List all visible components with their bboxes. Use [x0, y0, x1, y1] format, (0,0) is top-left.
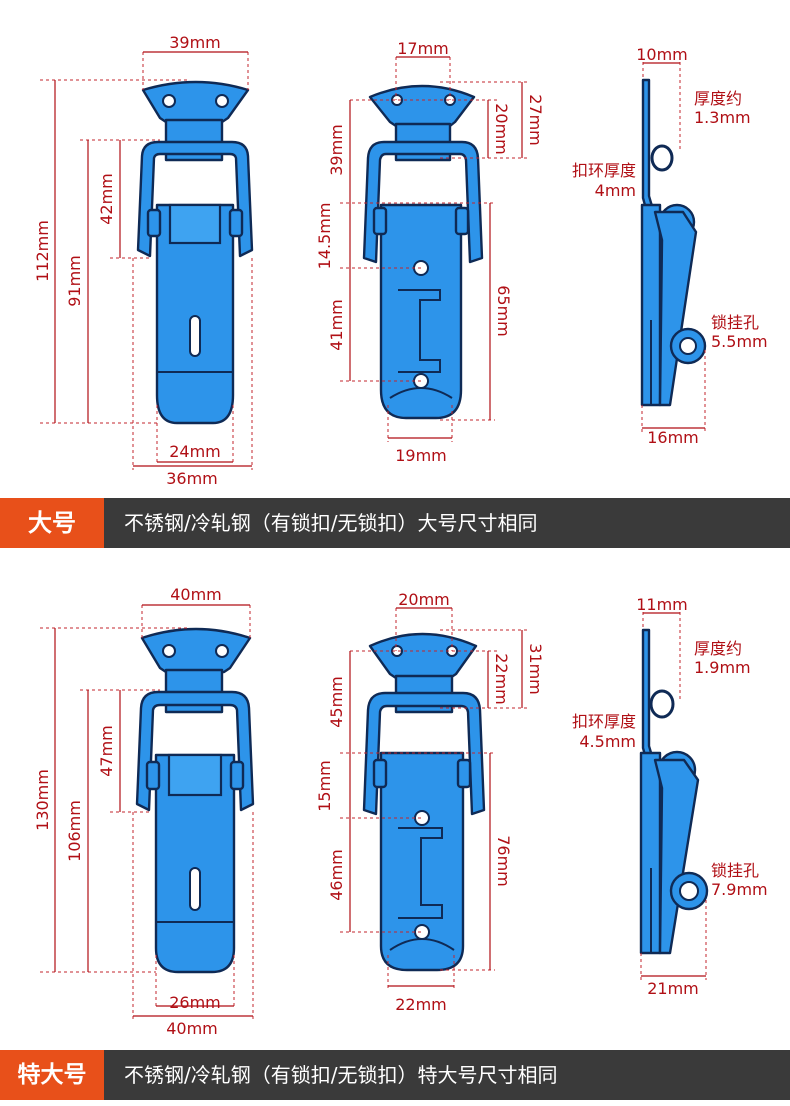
side-lever — [653, 210, 698, 407]
hook-ring — [650, 144, 674, 172]
ring-thickness-label: 扣环厚度 — [572, 161, 636, 180]
dim-hole-offset: 20mm — [492, 103, 511, 155]
dim-side-base: 21mm — [647, 979, 699, 998]
size-caption: 不锈钢/冷轧钢（有锁扣/无锁扣）大号尺寸相同 — [124, 511, 538, 535]
side-view: 10mm 厚度约 1.3mm 扣环厚度 4mm 锁挂孔 5.5mm 16mm — [572, 45, 768, 447]
hook-ring — [649, 689, 675, 719]
dim-inner-width: 24mm — [169, 442, 221, 461]
dim-plate-height: 27mm — [526, 94, 545, 146]
dim-total-height: 112mm — [33, 220, 52, 282]
latch-drawing-xlarge: 40mm 130mm 106mm 47mm 26mm 40mm — [33, 585, 768, 1038]
dim-slot-height: 41mm — [327, 299, 346, 351]
latch-top-plate — [368, 632, 478, 680]
latch-body — [154, 753, 236, 974]
mount-hole — [162, 94, 176, 108]
hinge-block — [167, 753, 223, 797]
size-caption: 不锈钢/冷轧钢（有锁扣/无锁扣）特大号尺寸相同 — [124, 1063, 558, 1087]
thickness-value: 1.3mm — [694, 108, 751, 127]
side-view: 11mm 厚度约 1.9mm 扣环厚度 4.5mm 锁挂孔 7.9mm 21mm — [572, 595, 768, 998]
lock-slot — [189, 315, 201, 357]
hinge-end — [372, 758, 388, 789]
dim-back-body-width: 19mm — [395, 446, 447, 465]
inner-slot-outline — [398, 289, 441, 373]
dim-top-width: 40mm — [170, 585, 222, 604]
dim-hinge-gap: 14.5mm — [315, 203, 334, 270]
size-badge: 特大号 — [0, 1050, 104, 1100]
latch-top-plate — [141, 80, 250, 124]
hinge-end — [228, 208, 244, 238]
dim-top-width: 39mm — [169, 33, 221, 52]
lock-hole-label: 锁挂孔 — [711, 313, 759, 332]
hinge-end — [372, 206, 388, 236]
latch-top-plate — [140, 627, 252, 674]
hinge-end — [454, 206, 470, 236]
dim-loop-height: 42mm — [97, 173, 116, 225]
front-view: 39mm 112mm 91mm 42mm 24mm 36mm — [33, 33, 254, 488]
dim-body-height: 106mm — [65, 800, 84, 862]
lock-hole-value: 5.5mm — [711, 332, 768, 351]
size-xlarge-panel: 40mm 130mm 106mm 47mm 26mm 40mm — [0, 550, 790, 1040]
inner-slot-outline — [398, 827, 443, 919]
dim-loop-height: 47mm — [97, 725, 116, 777]
dim-slot-height: 46mm — [327, 849, 346, 901]
lock-hole-value: 7.9mm — [711, 880, 768, 899]
thickness-label: 厚度约 — [694, 639, 742, 658]
ring-thickness-value: 4.5mm — [579, 732, 636, 751]
hinge-end — [456, 758, 472, 789]
dim-body-height: 91mm — [65, 255, 84, 307]
dim-back-body-height: 76mm — [494, 835, 513, 887]
dim-outer-width: 36mm — [166, 469, 218, 488]
dim-plate-width: 17mm — [397, 39, 449, 58]
mount-hole — [215, 94, 229, 108]
hinge-end — [229, 760, 245, 791]
thickness-label: 厚度约 — [694, 89, 742, 108]
size-large-panel: 39mm 112mm 91mm 42mm 24mm 36mm — [0, 0, 790, 490]
rivet-hole — [414, 810, 430, 826]
dim-back-body-height: 65mm — [494, 285, 513, 337]
latch-top-plate — [368, 84, 476, 128]
dim-inner-width: 26mm — [169, 993, 221, 1012]
lock-hole-label: 锁挂孔 — [711, 861, 759, 880]
dim-hole-offset: 22mm — [492, 653, 511, 705]
rivet-hole — [414, 924, 430, 940]
ring-thickness-value: 4mm — [595, 181, 636, 200]
size-banner-xlarge: 特大号 不锈钢/冷轧钢（有锁扣/无锁扣）特大号尺寸相同 — [0, 1050, 790, 1100]
dim-side-depth: 10mm — [636, 45, 688, 64]
lock-hole — [679, 337, 697, 355]
lock-hole — [679, 881, 699, 901]
lock-slot — [189, 867, 201, 911]
back-view: 20mm 31mm 22mm 45mm 15mm 46mm 76mm 22mm — [315, 590, 545, 1014]
back-view: 17mm 27mm 20mm 39mm 14.5mm 41mm 65mm 19m… — [315, 39, 545, 465]
dim-back-loop-height: 45mm — [327, 676, 346, 728]
latch-loop — [135, 690, 255, 812]
latch-loop — [362, 140, 484, 264]
dim-back-body-width: 22mm — [395, 995, 447, 1014]
side-lever — [653, 758, 700, 955]
hinge-end — [145, 760, 161, 791]
dim-outer-width: 40mm — [166, 1019, 218, 1038]
dim-side-depth: 11mm — [636, 595, 688, 614]
dim-total-height: 130mm — [33, 769, 52, 831]
size-badge: 大号 — [0, 498, 104, 548]
mount-hole — [215, 644, 229, 658]
thickness-value: 1.9mm — [694, 658, 751, 677]
latch-body — [155, 203, 235, 425]
hinge-end — [146, 208, 162, 238]
size-banner-large: 大号 不锈钢/冷轧钢（有锁扣/无锁扣）大号尺寸相同 — [0, 498, 790, 548]
dim-back-loop-height: 39mm — [327, 124, 346, 176]
front-view: 40mm 130mm 106mm 47mm 26mm 40mm — [33, 585, 255, 1038]
latch-drawing-large: 39mm 112mm 91mm 42mm 24mm 36mm — [33, 33, 768, 488]
hinge-block — [168, 203, 222, 245]
dim-side-base: 16mm — [647, 428, 699, 447]
dim-plate-width: 20mm — [398, 590, 450, 609]
dim-hinge-gap: 15mm — [315, 760, 334, 812]
mount-hole — [162, 644, 176, 658]
dim-plate-height: 31mm — [526, 643, 545, 695]
latch-loop — [136, 140, 254, 258]
ring-thickness-label: 扣环厚度 — [572, 712, 636, 731]
latch-loop — [362, 691, 486, 816]
